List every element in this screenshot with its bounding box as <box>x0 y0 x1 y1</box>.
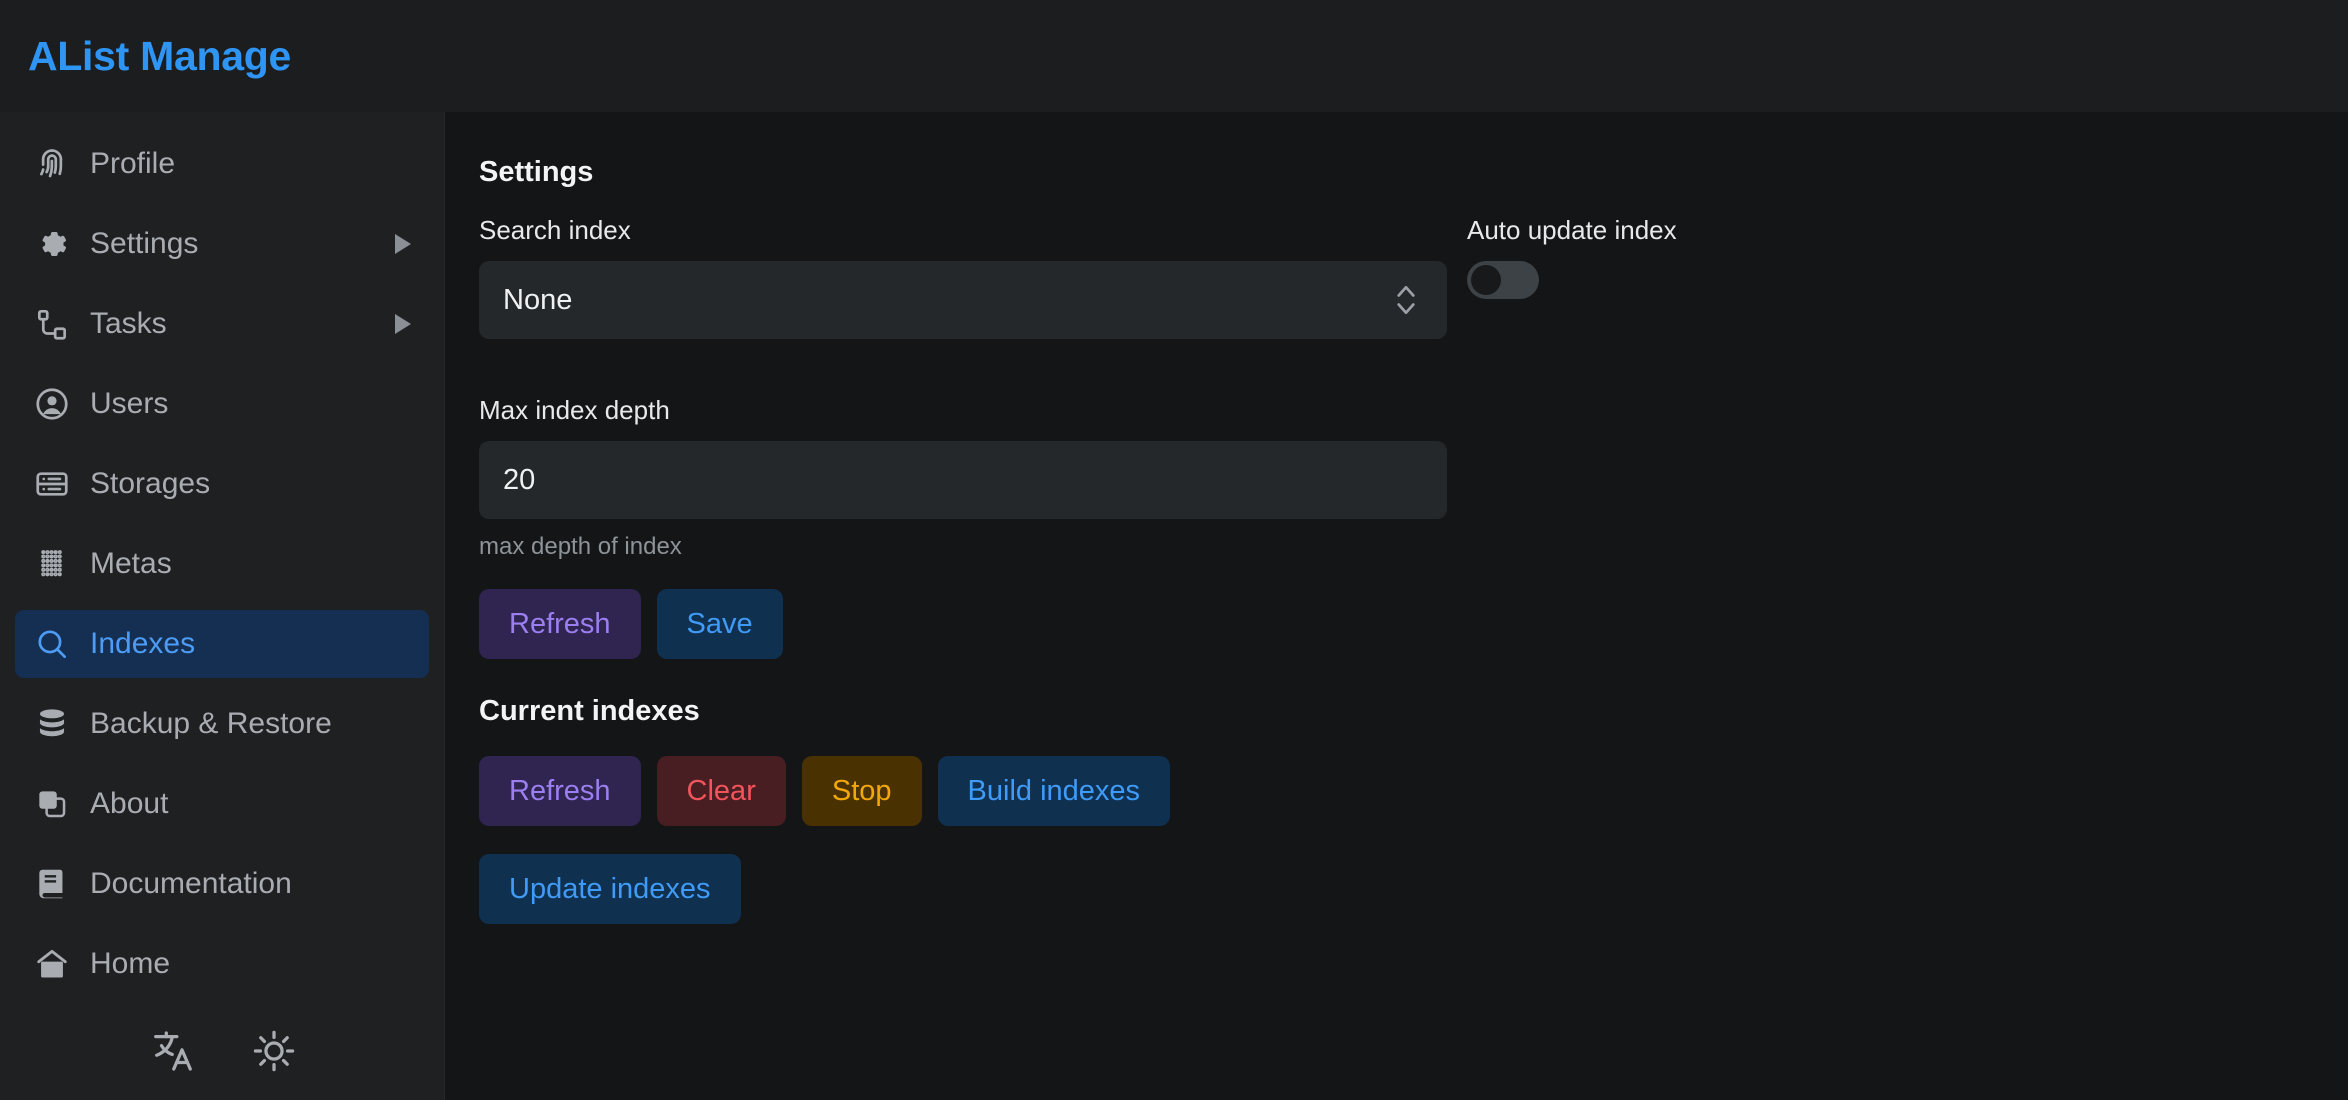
user-icon <box>33 385 71 423</box>
max-index-depth-value: 20 <box>503 463 536 496</box>
sidebar-item-label: Documentation <box>90 867 292 900</box>
refresh-button[interactable]: Refresh <box>479 756 641 826</box>
top-header: AList Manage <box>0 0 2348 112</box>
auto-update-index-toggle[interactable] <box>1467 261 1539 299</box>
settings-grid: Search index None Auto update index <box>479 215 2348 339</box>
max-index-depth-label: Max index depth <box>479 395 670 425</box>
sidebar-item-indexes[interactable]: Indexes <box>15 610 429 678</box>
stop-button[interactable]: Stop <box>801 756 922 826</box>
sidebar-item-label: About <box>90 787 169 820</box>
current-indexes-title: Current indexes <box>479 695 700 727</box>
max-index-depth-field-group: Max index depth 20 max depth of index <box>479 395 2348 561</box>
page-title: Settings <box>479 156 594 188</box>
sidebar-item-label: Metas <box>90 547 172 580</box>
refresh-button[interactable]: Refresh <box>479 589 641 659</box>
database-icon <box>33 705 71 743</box>
sidebar-item-label: Tasks <box>90 307 167 340</box>
search-icon <box>33 625 71 663</box>
build-indexes-button[interactable]: Build indexes <box>937 756 1171 826</box>
brand-title: AList Manage <box>28 32 291 79</box>
max-index-depth-hint: max depth of index <box>479 533 682 560</box>
server-icon <box>33 465 71 503</box>
dots-grid-icon <box>33 545 71 583</box>
main-content: Settings Search index None Auto update i… <box>445 112 2348 1100</box>
sidebar-item-settings[interactable]: Settings <box>15 210 429 278</box>
auto-update-index-label: Auto update index <box>1467 215 1677 245</box>
sidebar-item-profile[interactable]: Profile <box>15 130 429 198</box>
sidebar-item-about[interactable]: About <box>15 770 429 838</box>
search-index-select[interactable]: None <box>479 261 1447 339</box>
update-indexes-button[interactable]: Update indexes <box>479 854 741 924</box>
sidebar-item-backup-restore[interactable]: Backup & Restore <box>15 690 429 758</box>
auto-update-field-group: Auto update index <box>1449 215 2009 339</box>
chevron-up-down-icon <box>1397 285 1415 315</box>
gear-icon <box>33 225 71 263</box>
max-index-depth-input[interactable]: 20 <box>479 441 1447 519</box>
current-indexes-action-row-2: Update indexes <box>479 854 2348 924</box>
sidebar-item-label: Home <box>90 947 171 980</box>
sidebar-item-tasks[interactable]: Tasks <box>15 290 429 358</box>
language-icon[interactable] <box>150 1028 196 1074</box>
fingerprint-icon <box>33 145 71 183</box>
tasks-icon <box>33 305 71 343</box>
home-icon <box>33 945 71 983</box>
sidebar-item-documentation[interactable]: Documentation <box>15 850 429 918</box>
sidebar-item-metas[interactable]: Metas <box>15 530 429 598</box>
search-index-value: None <box>503 283 573 316</box>
sidebar-item-label: Settings <box>90 227 199 260</box>
sidebar-item-home[interactable]: Home <box>15 930 429 998</box>
sidebar-item-label: Users <box>90 387 169 420</box>
copy-icon <box>33 785 71 823</box>
search-index-field-group: Search index None <box>479 215 1449 339</box>
chevron-right-icon[interactable] <box>395 234 411 254</box>
sidebar-item-label: Storages <box>90 467 211 500</box>
sidebar-item-label: Indexes <box>90 627 196 660</box>
toggle-knob <box>1471 265 1501 295</box>
search-index-label: Search index <box>479 215 631 245</box>
save-button[interactable]: Save <box>656 589 783 659</box>
sidebar-item-label: Backup & Restore <box>90 707 332 740</box>
chevron-right-icon[interactable] <box>395 314 411 334</box>
clear-button[interactable]: Clear <box>656 756 786 826</box>
sun-icon[interactable] <box>251 1028 297 1074</box>
sidebar-item-label: Profile <box>90 147 176 180</box>
sidebar-item-storages[interactable]: Storages <box>15 450 429 518</box>
book-icon <box>33 865 71 903</box>
sidebar-item-users[interactable]: Users <box>15 370 429 438</box>
sidebar-bottom-bar <box>0 1028 444 1100</box>
